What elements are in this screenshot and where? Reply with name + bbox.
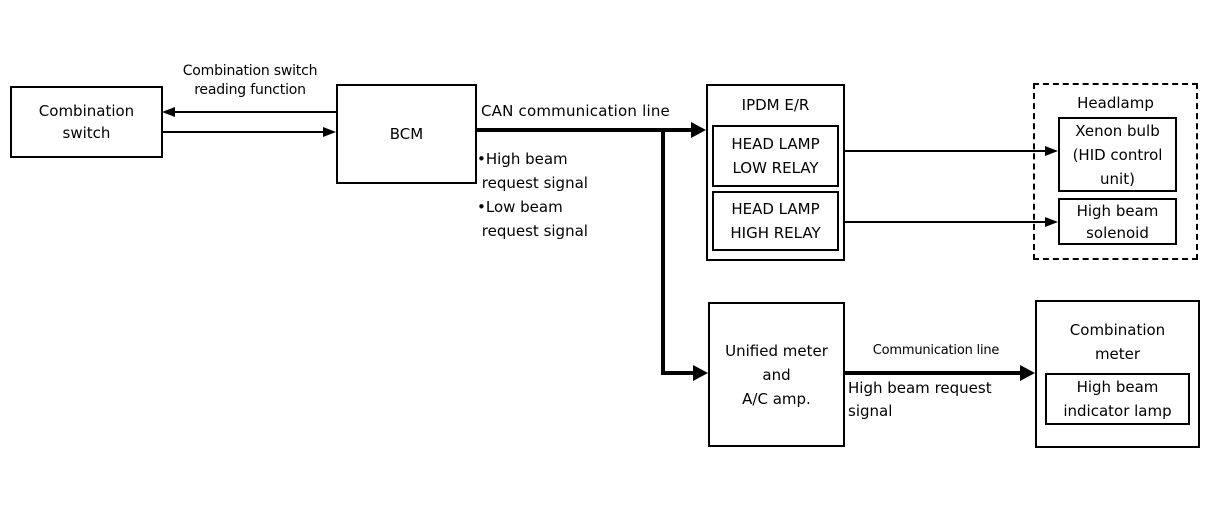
left-arrowhead-icon <box>162 107 175 117</box>
high-relay-to-solenoid-line <box>845 221 1046 223</box>
combination-switch-to-bcm-line <box>163 131 324 133</box>
high-beam-solenoid-box: High beam solenoid <box>1058 198 1177 245</box>
high-beam-request-signal-label: High beam request signal <box>848 379 992 420</box>
head-lamp-low-relay-box: HEAD LAMP LOW RELAY <box>712 125 839 187</box>
unified-meter-to-combination-meter-line <box>845 371 1021 375</box>
right-arrowhead-icon <box>1045 217 1058 227</box>
can-branch-to-unified-meter-line <box>661 371 695 375</box>
combination-switch-reading-function-label: Combination switch reading function <box>182 63 318 98</box>
unified-meter-ac-amp-box: Unified meter and A/C amp. <box>708 302 845 447</box>
bcm-box: BCM <box>336 84 477 184</box>
combination-meter-group: Combination meter High beam indicator la… <box>1035 300 1200 448</box>
high-beam-indicator-lamp-box: High beam indicator lamp <box>1045 373 1190 425</box>
communication-line-label: Communication line <box>872 343 1000 358</box>
can-communication-line-label: CAN communication line <box>481 102 670 120</box>
right-arrowhead-icon <box>1045 146 1058 156</box>
head-lamp-high-relay-box: HEAD LAMP HIGH RELAY <box>712 191 839 251</box>
xenon-bulb-box: Xenon bulb (HID control unit) <box>1058 117 1177 192</box>
headlamp-title: Headlamp <box>1077 94 1154 112</box>
right-arrowhead-icon <box>691 122 706 138</box>
low-relay-to-xenon-line <box>845 150 1046 152</box>
right-arrowhead-icon <box>693 365 708 381</box>
ipdm-er-group: IPDM E/R HEAD LAMP LOW RELAY HEAD LAMP H… <box>706 84 845 261</box>
can-communication-line <box>477 128 693 132</box>
right-arrowhead-icon <box>323 127 336 137</box>
ipdm-er-title: IPDM E/R <box>741 96 810 114</box>
headlamp-group: Headlamp Xenon bulb (HID control unit) H… <box>1033 83 1198 260</box>
combination-switch-box: Combination switch <box>10 86 163 158</box>
right-arrowhead-icon <box>1020 365 1035 381</box>
bcm-to-combination-switch-line <box>174 111 336 113</box>
combination-meter-title: Combination meter <box>1069 321 1166 363</box>
can-signal-bullet-list: •High beam request signal •Low beam requ… <box>477 150 588 240</box>
can-branch-vertical-line <box>661 128 665 375</box>
